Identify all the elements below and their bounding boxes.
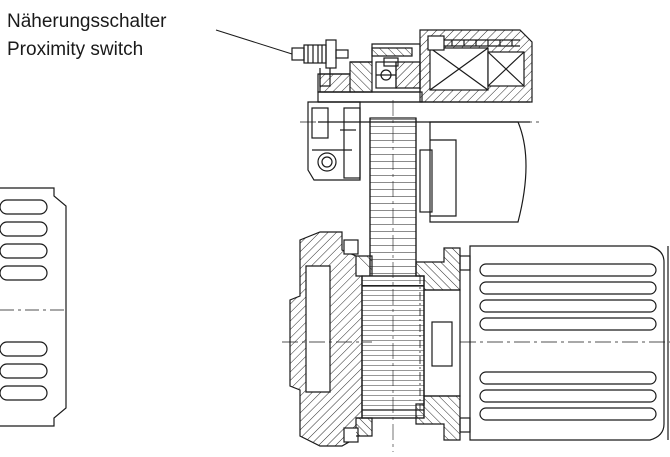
left-motor-housing [0,187,67,427]
upper-clamp-block [419,29,533,103]
callout-leader-line [215,29,293,55]
callout-label-english: Proximity switch [7,39,144,60]
lower-housing-left [282,231,373,447]
bolt-head-icon [317,152,337,172]
right-motor-housing [419,245,670,441]
upper-bearing-block [307,101,361,181]
upper-hub-assembly [317,43,423,103]
lower-housing-right [415,247,471,441]
callout-label-german: Näherungsschalter [7,11,167,32]
